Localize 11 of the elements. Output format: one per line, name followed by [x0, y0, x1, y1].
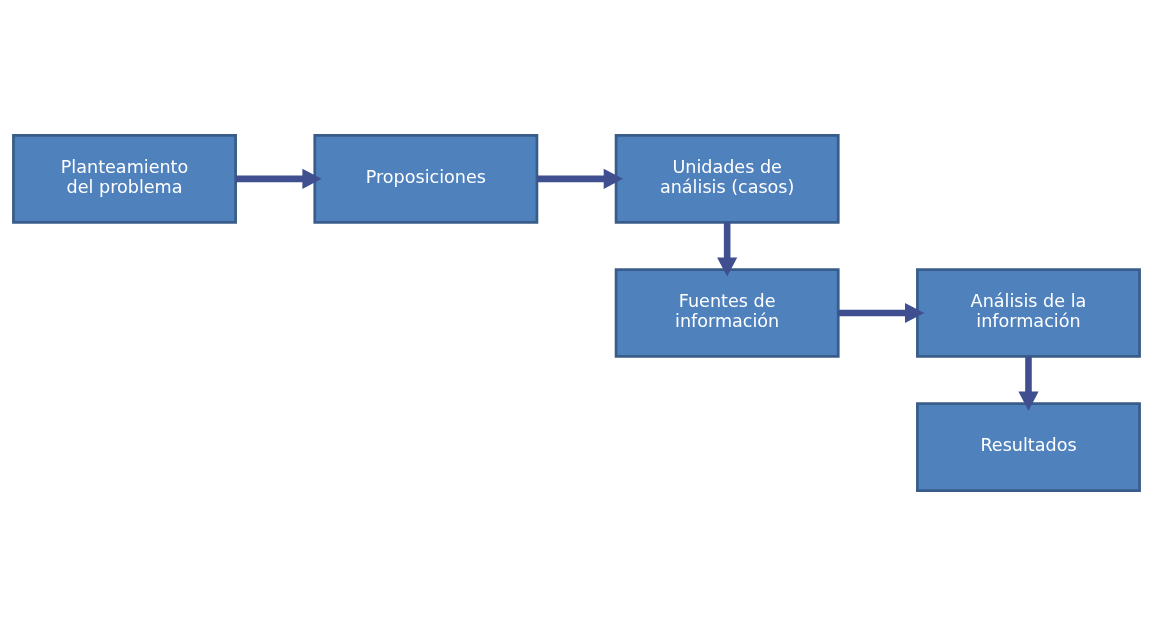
node-box: Planteamiento del problema [12, 133, 237, 224]
node-box: Proposiciones [313, 133, 539, 224]
arrow [717, 221, 738, 277]
arrow [537, 168, 623, 189]
arrow [838, 302, 925, 323]
arrow [1018, 356, 1039, 411]
arrow [235, 168, 322, 189]
node-box: Unidades de análisis (casos) [614, 133, 840, 224]
node-box: Análisis de la información [916, 267, 1141, 358]
node-box: Fuentes de información [614, 267, 840, 358]
node-box: Resultados [916, 401, 1141, 492]
